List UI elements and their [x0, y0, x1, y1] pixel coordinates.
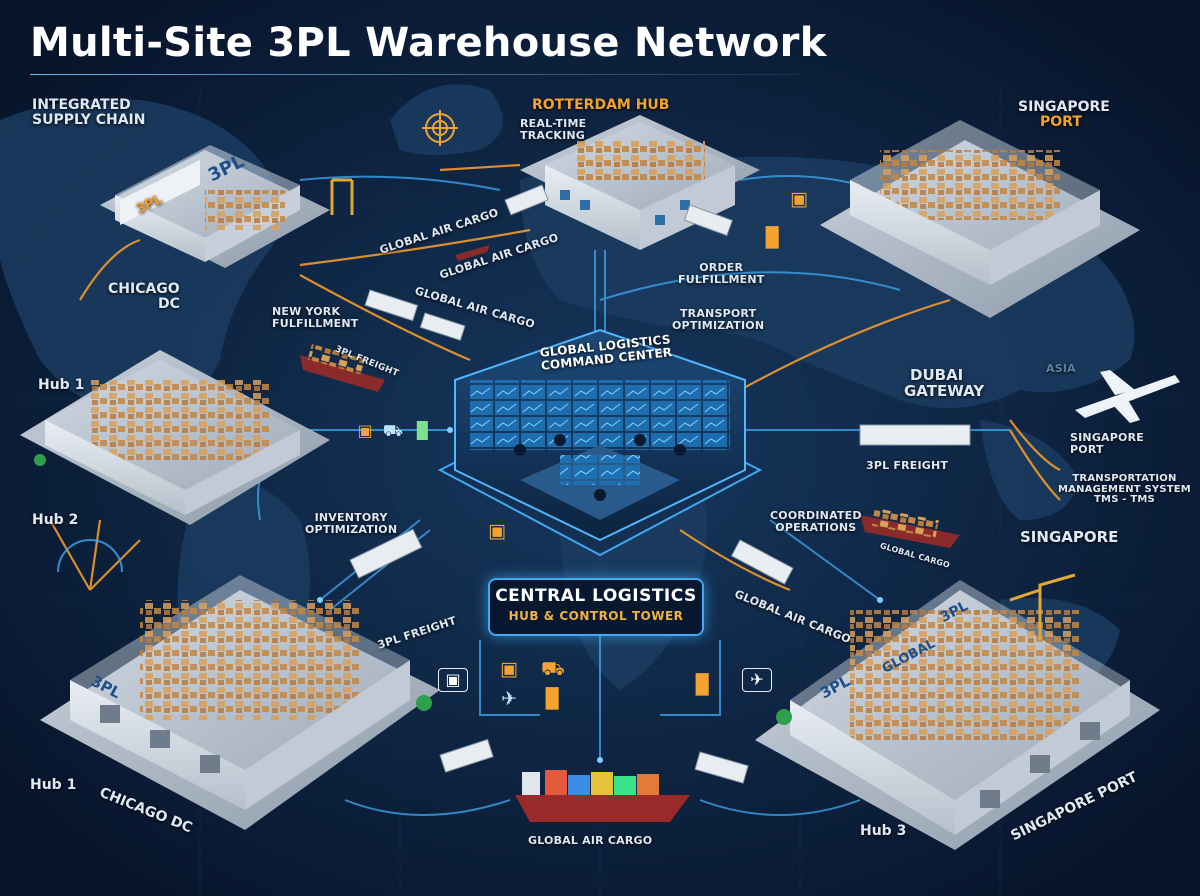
box-icon: ▣ — [500, 658, 518, 680]
inventory-line1: INVENTORY — [314, 511, 388, 524]
freight-right-label: 3PL FREIGHT — [866, 459, 949, 472]
central-hub-line1: CENTRAL LOGISTICS — [495, 586, 697, 606]
page-title: Multi-Site 3PL Warehouse Network — [30, 20, 827, 66]
tms-line2: MANAGEMENT SYSTEM — [1058, 483, 1191, 495]
transport-line1: TRANSPORT — [679, 307, 757, 320]
realtime-line1: REAL-TIME — [520, 117, 587, 130]
box-outline-icon: ▣ — [438, 668, 468, 692]
realtime-line2: TRACKING — [520, 128, 586, 142]
singapore-port-top-label: SINGAPORE PORT — [1018, 100, 1110, 129]
order-line1: ORDER — [699, 261, 744, 274]
box-icon-mid: ▣ — [488, 520, 506, 542]
integrated-line1: INTEGRATED — [32, 97, 131, 113]
hub1-bottom-label: Hub 1 — [30, 777, 77, 793]
central-hub-line2: HUB & CONTROL TOWER — [508, 609, 684, 623]
chicago-line2: DC — [158, 295, 180, 312]
box-icon-left: ▣ — [357, 421, 373, 440]
transport-line2: OPTIMIZATION — [672, 318, 765, 332]
rotterdam-hub-label: ROTTERDAM HUB — [532, 97, 670, 113]
title-underline — [30, 74, 800, 75]
singapore-port-mid-line2: PORT — [1070, 442, 1104, 456]
singapore-right-label: SINGAPORE — [1020, 528, 1119, 546]
dubai-line1: DUBAI — [910, 366, 964, 384]
central-hub-box: CENTRAL LOGISTICS HUB & CONTROL TOWER — [488, 578, 704, 636]
dubai-line2: GATEWAY — [904, 381, 985, 400]
inventory-optimization-label: INVENTORY OPTIMIZATION — [305, 512, 397, 535]
coordinated-operations-label: COORDINATED OPERATIONS — [770, 510, 862, 533]
singapore-port-top-line1: SINGAPORE — [1018, 99, 1110, 115]
inventory-line2: OPTIMIZATION — [305, 522, 398, 536]
new-york-line2: FULFILLMENT — [272, 316, 359, 330]
plane-box-icon: ✈ — [742, 668, 772, 692]
tms-label: TRANSPORTATION MANAGEMENT SYSTEM TMS - T… — [1058, 473, 1191, 506]
bar-chart-icon-top: ▉ — [765, 227, 781, 249]
truck-icon-left: ⛟ — [382, 421, 404, 440]
tms-line3: TMS - TMS — [1094, 494, 1155, 505]
coordinated-line2: OPERATIONS — [775, 520, 857, 534]
realtime-tracking-label: REAL-TIME TRACKING — [520, 118, 586, 141]
chicago-line1: CHICAGO — [108, 281, 180, 297]
truck-icon: ⛟ — [541, 658, 565, 680]
box-icon-top: ▣ — [790, 188, 808, 210]
tms-line1: TRANSPORTATION — [1072, 473, 1177, 484]
integrated-line2: SUPPLY CHAIN — [32, 111, 146, 128]
bar-chart-icon-right: ▉ — [695, 674, 711, 696]
hub1-top-label: Hub 1 — [38, 377, 85, 393]
integrated-supply-chain-label: INTEGRATED SUPPLY CHAIN — [32, 98, 145, 127]
transport-optimization-label: TRANSPORT OPTIMIZATION — [672, 308, 764, 331]
hub3-label: Hub 3 — [860, 823, 907, 839]
bar-chart-icon-left: ▉ — [416, 421, 430, 440]
coordinated-line1: COORDINATED — [770, 509, 862, 522]
bar-chart-icon: ▉ — [545, 688, 561, 710]
asia-label: ASIA — [1046, 362, 1076, 375]
singapore-port-top-line2: PORT — [1040, 113, 1082, 130]
hub2-label: Hub 2 — [32, 512, 79, 528]
plane-icon: ✈ — [501, 688, 517, 710]
singapore-port-mid-label: SINGAPORE PORT — [1070, 432, 1144, 455]
global-air-cargo-bottom-label: GLOBAL AIR CARGO — [528, 834, 653, 847]
order-fulfillment-label: ORDER FULFILLMENT — [678, 262, 764, 285]
new-york-line1: NEW YORK — [272, 305, 341, 318]
singapore-port-mid-line1: SINGAPORE — [1070, 431, 1144, 444]
chicago-dc-top-label: CHICAGO DC — [108, 282, 180, 311]
order-line2: FULFILLMENT — [678, 272, 765, 286]
dubai-gateway-label: DUBAI GATEWAY — [904, 366, 985, 400]
new-york-fulfillment-label: NEW YORK FULFILLMENT — [272, 306, 358, 329]
